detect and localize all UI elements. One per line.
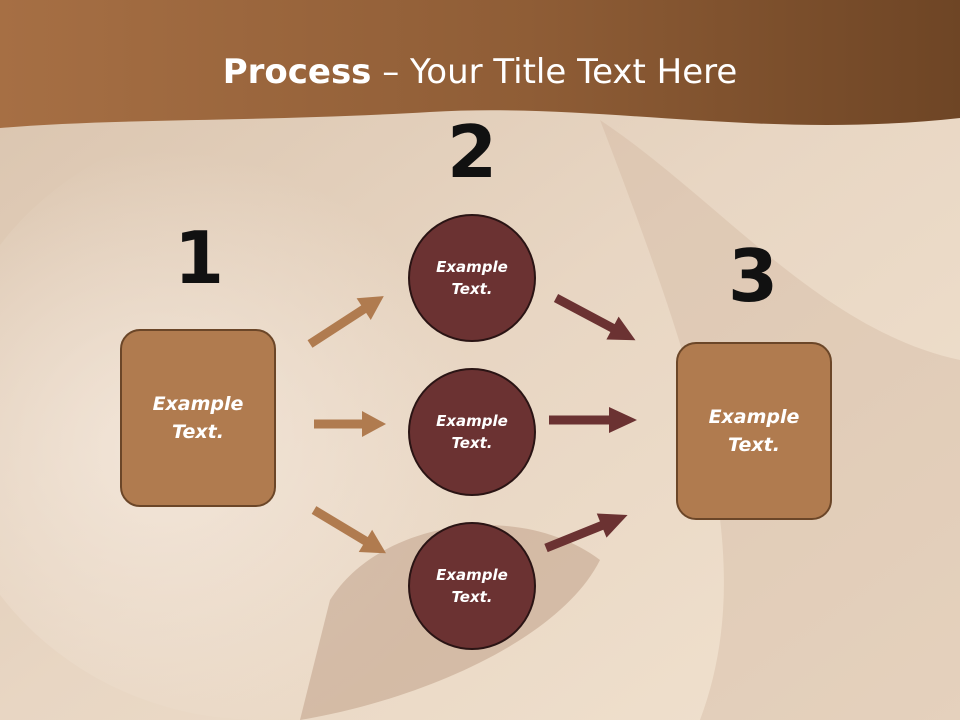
step-3-box: Example Text. xyxy=(676,342,832,520)
step-3-label: Example Text. xyxy=(708,405,800,457)
step-number-1: 1 xyxy=(173,216,225,300)
header-band xyxy=(0,0,960,128)
arrow-right-icon xyxy=(307,296,384,348)
step-1-box: Example Text. xyxy=(120,329,276,507)
arrow-right-icon xyxy=(549,407,637,433)
arrow-right-icon xyxy=(311,506,387,554)
step-2-label-bottom: Example Text. xyxy=(436,565,508,607)
arrow-right-icon xyxy=(314,411,386,437)
step-number-3: 3 xyxy=(727,234,779,318)
arrow-right-icon xyxy=(544,513,628,553)
step-2-label-middle: Example Text. xyxy=(436,411,508,453)
step-2-circle-middle: Example Text. xyxy=(408,368,536,496)
step-2-label-top: Example Text. xyxy=(436,257,508,299)
step-1-label: Example Text. xyxy=(152,392,244,444)
title-rest: – Your Title Text Here xyxy=(371,52,738,92)
arrow-right-icon xyxy=(553,294,636,341)
title-bold: Process xyxy=(222,52,372,92)
step-number-2: 2 xyxy=(446,110,498,194)
step-2-circle-top: Example Text. xyxy=(408,214,536,342)
step-2-circle-bottom: Example Text. xyxy=(408,522,536,650)
slide-title: Process – Your Title Text Here xyxy=(0,52,960,92)
